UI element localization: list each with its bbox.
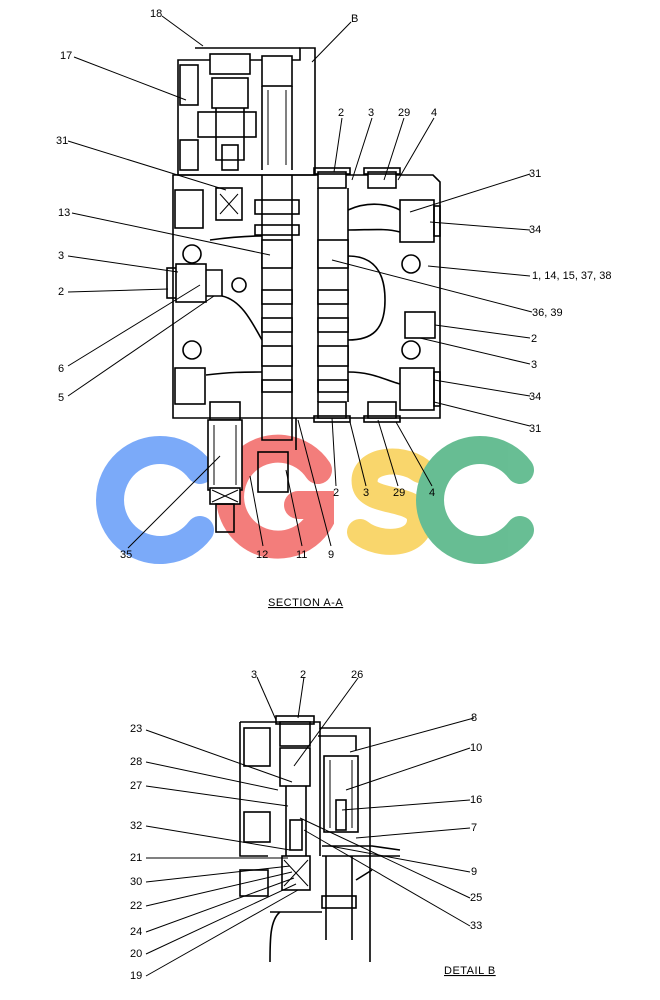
detail-callout-10: 10 [470, 742, 482, 754]
section-leader-lines [67, 15, 533, 549]
callout-4-top: 4 [431, 107, 437, 119]
callout-b: B [351, 13, 358, 25]
callout-2-left: 2 [58, 286, 64, 298]
detail-callout-25: 25 [470, 892, 482, 904]
callout-9: 9 [328, 549, 334, 561]
section-labels: 18 B 17 31 13 3 2 6 5 35 12 11 9 2 3 29 … [56, 8, 612, 609]
watermark-letter-g [216, 434, 334, 559]
callout-29-top: 29 [398, 107, 410, 119]
detail-callout-32: 32 [130, 820, 142, 832]
callout-18: 18 [150, 8, 162, 20]
section-caption: SECTION A-A [268, 597, 343, 609]
callout-5: 5 [58, 392, 64, 404]
callout-2-top: 2 [338, 107, 344, 119]
detail-callout-20: 20 [130, 948, 142, 960]
callout-31-right-bottom: 31 [529, 423, 541, 435]
callout-1-14-15-37-38: 1, 14, 15, 37, 38 [532, 270, 612, 282]
detail-callout-30: 30 [130, 876, 142, 888]
detail-callout-16: 16 [470, 794, 482, 806]
detail-labels: 3 2 26 23 8 28 10 27 16 32 7 21 9 30 25 … [130, 669, 496, 982]
detail-leader-lines [145, 676, 475, 977]
watermark-letter-c2 [416, 436, 534, 564]
callout-3-bottom: 3 [363, 487, 369, 499]
callout-31-right-top: 31 [529, 168, 541, 180]
callout-29-bottom: 29 [393, 487, 405, 499]
callout-12: 12 [256, 549, 268, 561]
detail-callout-24: 24 [130, 926, 142, 938]
detail-caption: DETAIL B [444, 965, 496, 977]
detail-callout-22: 22 [130, 900, 142, 912]
callout-3-right: 3 [531, 359, 537, 371]
callout-13: 13 [58, 207, 70, 219]
watermark-logo [96, 434, 534, 564]
detail-callout-2: 2 [300, 669, 306, 681]
detail-callout-7: 7 [471, 822, 477, 834]
callout-11: 11 [296, 549, 307, 561]
callout-3-top: 3 [368, 107, 374, 119]
watermark-letter-c1 [96, 436, 214, 564]
watermark-letter-s [347, 448, 434, 555]
section-a-a-drawing [166, 47, 441, 533]
detail-callout-8: 8 [471, 712, 477, 724]
callout-17: 17 [60, 50, 72, 62]
callout-36-39: 36, 39 [532, 307, 563, 319]
callout-2-bottom: 2 [333, 487, 339, 499]
callout-3-left: 3 [58, 250, 64, 262]
callout-34-right-bottom: 34 [529, 391, 541, 403]
detail-callout-19: 19 [130, 970, 142, 982]
detail-callout-21: 21 [130, 852, 142, 864]
callout-6: 6 [58, 363, 64, 375]
detail-callout-26: 26 [351, 669, 363, 681]
detail-callout-33: 33 [470, 920, 482, 932]
detail-callout-23: 23 [130, 723, 142, 735]
detail-callout-9: 9 [471, 866, 477, 878]
detail-b-drawing [239, 715, 401, 963]
callout-2-right: 2 [531, 333, 537, 345]
detail-callout-27: 27 [130, 780, 142, 792]
callout-34-right-top: 34 [529, 224, 541, 236]
callout-4-bottom: 4 [429, 487, 435, 499]
detail-callout-3: 3 [251, 669, 257, 681]
callout-35: 35 [120, 549, 132, 561]
callout-31-left: 31 [56, 135, 68, 147]
detail-callout-28: 28 [130, 756, 142, 768]
